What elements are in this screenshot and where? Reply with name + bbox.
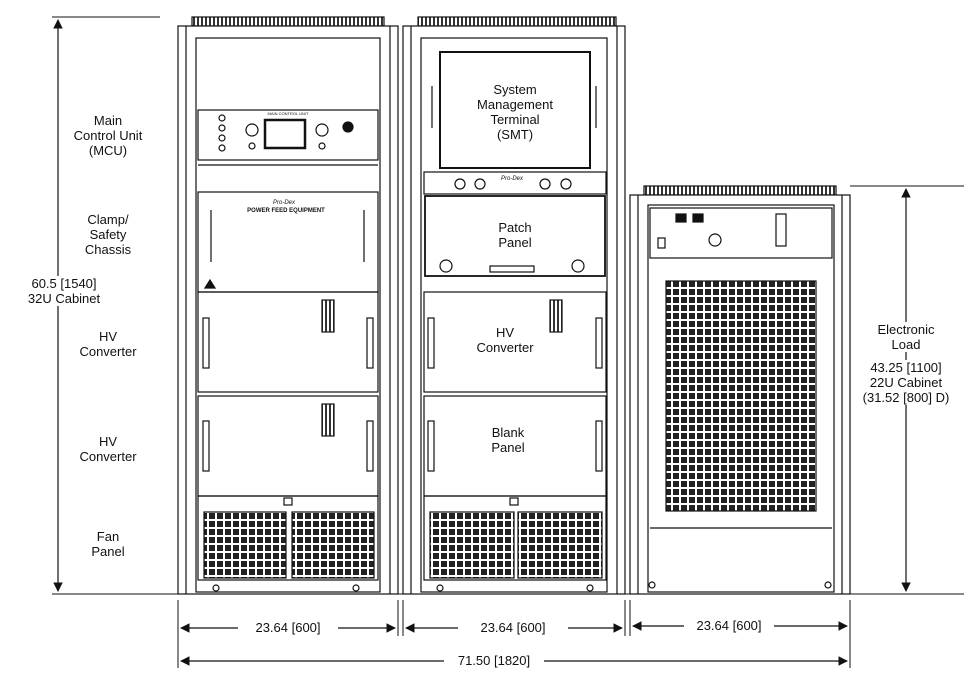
label-smt: System Management Terminal (SMT)	[477, 82, 553, 142]
mcu-unit	[197, 109, 379, 161]
clamp-panel-title: POWER FEED EQUIPMENT	[247, 208, 325, 214]
label-clamp: Clamp/ Safety Chassis	[84, 212, 132, 257]
mcu-panel-title: MAIN CONTROL UNIT	[268, 111, 310, 116]
smt-brand: Pro-Dex	[501, 176, 524, 182]
smt-unit	[439, 51, 591, 169]
label-patch: Patch Panel	[498, 220, 532, 250]
cabinet-1	[177, 16, 399, 595]
hv-converter-3	[423, 291, 607, 393]
dim-total: 71.50 [1820]	[457, 653, 531, 668]
load-grille	[665, 280, 817, 512]
patch-panel	[424, 195, 606, 277]
label-fan: Fan Panel	[91, 529, 125, 559]
dim-width-2: 23.64 [600]	[480, 620, 546, 635]
dim-width-3: 23.64 [600]	[696, 618, 762, 633]
hv-converter-1	[197, 291, 379, 393]
electronic-load-control	[649, 207, 833, 259]
clamp-brand: Pro-Dex	[273, 200, 296, 206]
label-load-dims: 43.25 [1100] 22U Cabinet (31.52 [800] D)	[852, 360, 960, 405]
cabinet-3	[629, 185, 851, 595]
label-height-left: 60.5 [1540] 32U Cabinet	[4, 276, 124, 306]
label-mcu: Main Control Unit (MCU)	[73, 113, 143, 158]
dim-width-1: 23.64 [600]	[255, 620, 321, 635]
label-hv-3: HV Converter	[476, 325, 534, 355]
label-blank: Blank Panel	[491, 425, 525, 455]
label-electronic-load: Electronic Load	[856, 322, 956, 352]
cabinet-2	[402, 16, 626, 595]
label-hv-2: HV Converter	[79, 434, 137, 464]
label-hv-1: HV Converter	[79, 329, 137, 359]
fan-panel	[197, 495, 379, 581]
